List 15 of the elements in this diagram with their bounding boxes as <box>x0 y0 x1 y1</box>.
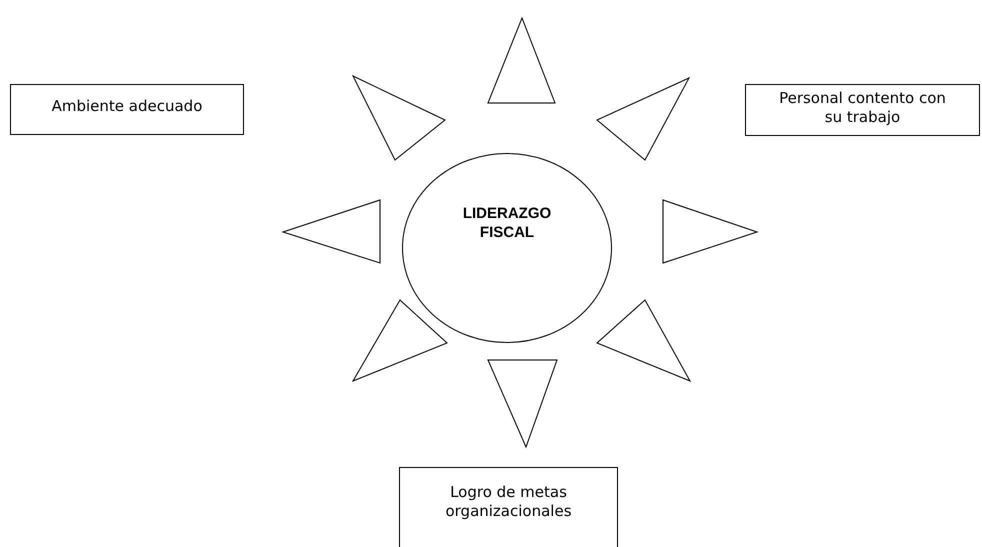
triangle-ray <box>488 360 557 447</box>
triangle-ray <box>353 76 445 160</box>
center-title: LIDERAZGO FISCAL <box>462 204 552 242</box>
box-label: Personal contento con su trabajo <box>778 89 947 126</box>
triangle-ray <box>283 200 380 263</box>
text-box <box>10 84 244 135</box>
text-box <box>399 467 618 547</box>
triangle-ray <box>663 200 757 263</box>
box-label: Logro de metas organizacionales <box>444 483 573 520</box>
box-label: Ambiente adecuado <box>52 97 202 116</box>
triangle-ray <box>597 78 689 160</box>
triangle-ray <box>353 300 447 381</box>
triangle-ray <box>597 300 690 381</box>
text-box <box>745 84 980 136</box>
triangle-ray <box>488 18 555 103</box>
